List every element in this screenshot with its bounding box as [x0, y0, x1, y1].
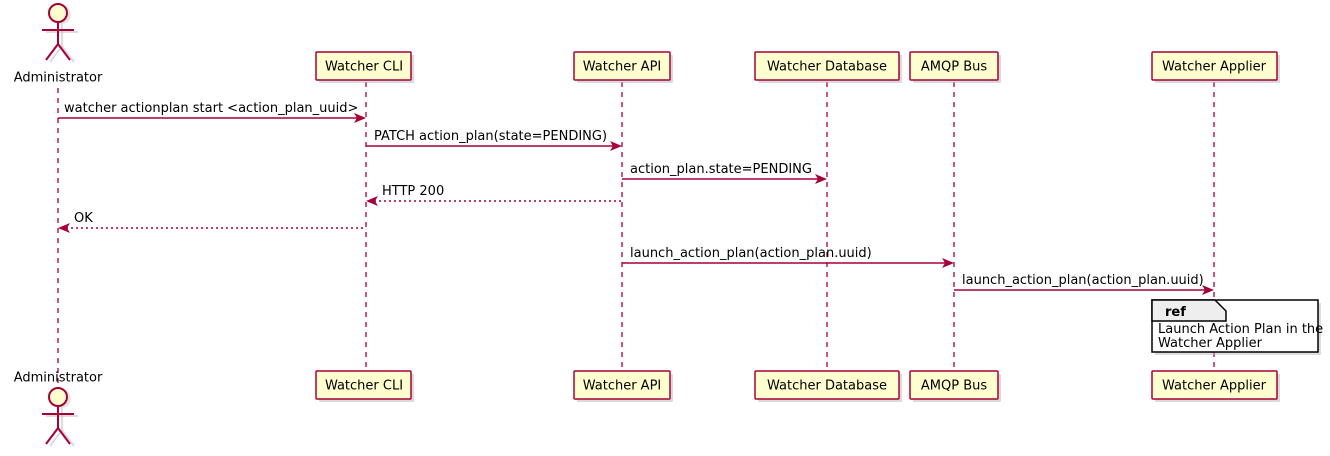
actor-right-leg-icon [57, 43, 71, 61]
participant-amqp-bus-top[interactable]: AMQP Bus [909, 51, 1001, 83]
participant-watcher-applier-top[interactable]: Watcher Applier [1151, 51, 1280, 83]
message-label-m7: launch_action_plan(action_plan.uuid) [962, 273, 1204, 288]
participant-box[interactable] [315, 370, 412, 400]
participant-label-watcher-cli-top: Watcher CLI [325, 60, 403, 75]
message-m2[interactable]: PATCH action_plan(state=PENDING) [366, 129, 622, 151]
arrowhead-right-icon [610, 141, 622, 151]
participant-box[interactable] [573, 370, 671, 400]
participant-label-amqp-bus-top: AMQP Bus [921, 60, 987, 75]
participant-box[interactable] [909, 370, 999, 400]
arrowhead-left-icon [58, 223, 70, 233]
actor-right-leg-icon [57, 427, 71, 445]
arrowhead-right-icon [354, 113, 366, 123]
participant-watcher-database-bottom[interactable]: Watcher Database [754, 370, 902, 402]
participant-watcher-database-top[interactable]: Watcher Database [754, 51, 902, 83]
participant-watcher-api-top[interactable]: Watcher API [573, 51, 673, 83]
message-label-m6: launch_action_plan(action_plan.uuid) [630, 246, 872, 261]
participant-box[interactable] [754, 370, 900, 400]
ref-fragment-keyword: ref [1165, 305, 1186, 320]
ref-fragment-line-1: Launch Action Plan in the [1158, 322, 1323, 337]
ref-fragment-tab [1151, 299, 1227, 322]
actor-head-icon [48, 387, 68, 407]
actor-label-administrator-bottom: Administrator [14, 371, 103, 386]
message-label-m3: action_plan.state=PENDING [630, 162, 812, 177]
participant-label-watcher-database-top: Watcher Database [767, 60, 887, 75]
participant-box[interactable] [315, 51, 412, 81]
participant-box[interactable] [1151, 51, 1278, 81]
arrowhead-right-icon [815, 174, 827, 184]
participant-watcher-api-bottom[interactable]: Watcher API [573, 370, 673, 402]
ref-fragment-line-2: Watcher Applier [1158, 336, 1263, 351]
message-m1[interactable]: watcher actionplan start <action_plan_uu… [58, 101, 366, 123]
message-label-m2: PATCH action_plan(state=PENDING) [374, 129, 607, 144]
actor-left-leg-icon [45, 427, 59, 445]
message-m3[interactable]: action_plan.state=PENDING [622, 162, 827, 184]
participant-label-watcher-api-top: Watcher API [583, 60, 662, 75]
participant-label-amqp-bus-bottom: AMQP Bus [921, 379, 987, 394]
arrowhead-left-icon [366, 196, 378, 206]
arrowhead-right-icon [942, 258, 954, 268]
message-m5[interactable]: OK [58, 211, 366, 233]
message-m6[interactable]: launch_action_plan(action_plan.uuid) [622, 246, 954, 268]
participant-amqp-bus-bottom[interactable]: AMQP Bus [909, 370, 1001, 402]
participant-box[interactable] [1151, 370, 1278, 400]
actor-administrator-bottom[interactable]: Administrator [14, 371, 103, 447]
ref-fragment[interactable]: ref Launch Action Plan in the Watcher Ap… [1151, 299, 1323, 355]
participant-label-watcher-applier-top: Watcher Applier [1162, 60, 1267, 75]
message-label-m4: HTTP 200 [382, 184, 444, 199]
participant-label-watcher-api-bottom: Watcher API [583, 379, 662, 394]
actor-head-icon [48, 3, 68, 23]
participant-label-watcher-cli-bottom: Watcher CLI [325, 379, 403, 394]
actor-left-leg-icon [45, 43, 59, 61]
message-m4[interactable]: HTTP 200 [366, 184, 622, 206]
message-label-m1: watcher actionplan start <action_plan_uu… [64, 101, 358, 116]
participant-label-watcher-database-bottom: Watcher Database [767, 379, 887, 394]
arrowhead-right-icon [1202, 285, 1214, 295]
participant-watcher-cli-bottom[interactable]: Watcher CLI [315, 370, 414, 402]
lifelines [57, 82, 1215, 392]
message-label-m5: OK [74, 211, 93, 226]
participant-box[interactable] [909, 51, 999, 81]
participant-box[interactable] [573, 51, 671, 81]
actor-administrator-top[interactable]: Administrator [14, 3, 103, 86]
participant-watcher-cli-top[interactable]: Watcher CLI [315, 51, 414, 83]
participant-label-watcher-applier-bottom: Watcher Applier [1162, 379, 1267, 394]
participant-box[interactable] [754, 51, 900, 81]
participant-watcher-applier-bottom[interactable]: Watcher Applier [1151, 370, 1280, 402]
actor-label-administrator-top: Administrator [14, 71, 103, 86]
message-m7[interactable]: launch_action_plan(action_plan.uuid) [954, 273, 1214, 295]
